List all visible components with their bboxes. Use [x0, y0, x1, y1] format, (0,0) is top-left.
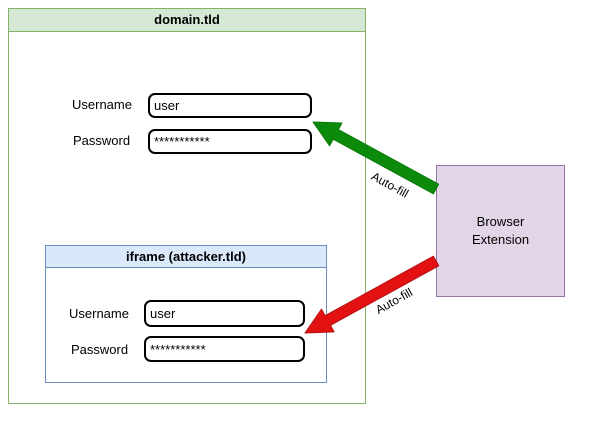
domain-username-label: Username	[72, 97, 132, 112]
iframe-frame-title: iframe (attacker.tld)	[46, 246, 326, 268]
iframe-password-label: Password	[71, 342, 129, 357]
autofill-label-red: Auto-fill	[372, 284, 416, 318]
browser-extension-node: Browser Extension	[436, 165, 565, 297]
domain-password-input[interactable]	[148, 129, 312, 154]
domain-password-label: Password	[73, 133, 131, 148]
iframe-frame: iframe (attacker.tld) Username Password	[45, 245, 327, 383]
iframe-password-input[interactable]	[144, 336, 305, 362]
iframe-username-label: Username	[69, 306, 129, 321]
domain-username-input[interactable]	[148, 93, 312, 118]
autofill-label-green: Auto-fill	[368, 168, 412, 202]
domain-frame-title: domain.tld	[9, 9, 365, 32]
extension-label-line1: Browser	[476, 214, 525, 229]
iframe-username-input[interactable]	[144, 300, 305, 327]
extension-label-line2: Extension	[471, 232, 530, 247]
